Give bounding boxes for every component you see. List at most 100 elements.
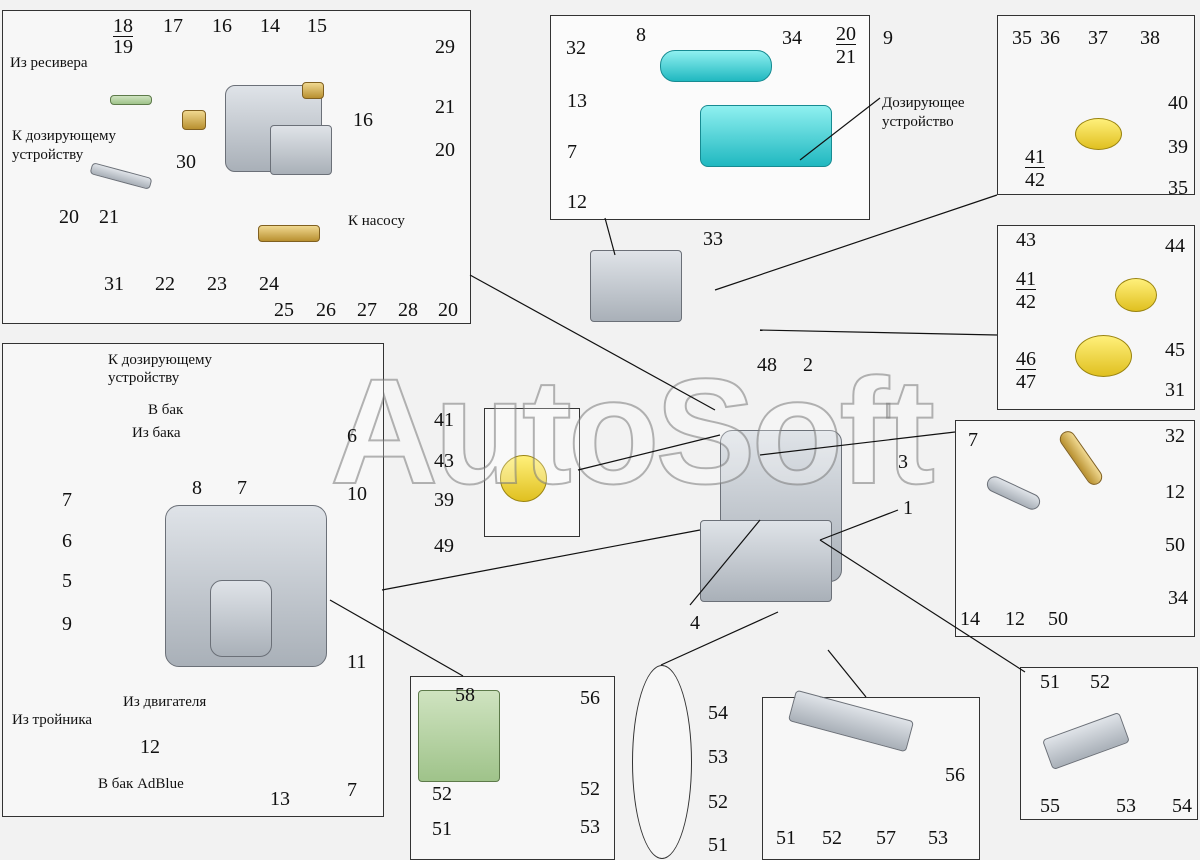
- part-number: 2: [803, 354, 813, 376]
- part-number: 48: [757, 354, 777, 376]
- part-number: 3: [898, 451, 908, 473]
- part-number: 41: [434, 409, 454, 431]
- clamp-mid-panel: [997, 225, 1195, 410]
- to-adblue-label: В бак AdBlue: [98, 776, 184, 792]
- clamp-41b: [1115, 278, 1157, 312]
- part-number: 21: [99, 206, 119, 228]
- part-number: 12: [567, 191, 587, 213]
- part-number: 15: [307, 15, 327, 37]
- part-number: 39: [434, 489, 454, 511]
- part-number: 45: [1165, 339, 1185, 361]
- part-number: 30: [176, 151, 196, 173]
- part-number: 17: [163, 15, 183, 37]
- part-number: 20: [438, 299, 458, 321]
- pipe-18: [110, 95, 152, 105]
- part-number: 26: [316, 299, 336, 321]
- from-tee-label: Из тройника: [12, 712, 93, 728]
- part-number: 29: [435, 36, 455, 58]
- part-number: 8: [192, 477, 202, 499]
- main-pump-assembly: [700, 520, 832, 602]
- part-number: 19: [113, 36, 133, 58]
- part-number: 14: [960, 608, 980, 630]
- bracket-58: [418, 690, 500, 782]
- part-number: 32: [566, 37, 586, 59]
- part-number: 47: [1016, 371, 1036, 393]
- doser-label: устройство: [882, 114, 954, 130]
- clamp-41: [1075, 118, 1122, 150]
- part-number: 37: [1088, 27, 1108, 49]
- part-number: 28: [398, 299, 418, 321]
- to-tank-label: В бак: [148, 402, 184, 418]
- part-number: 51: [1040, 671, 1060, 693]
- part-number: 27: [357, 299, 377, 321]
- part-number: 54: [1172, 795, 1192, 817]
- part-number: 32: [1165, 425, 1185, 447]
- part-number: 56: [580, 687, 600, 709]
- part-number: 36: [1040, 27, 1060, 49]
- part-number: 22: [155, 273, 175, 295]
- part-number: 18: [113, 15, 133, 37]
- part-number: 46: [1016, 348, 1036, 370]
- part-number: 12: [1165, 481, 1185, 503]
- valve-cylinder: [270, 125, 332, 175]
- part-number: 35: [1168, 177, 1188, 199]
- support-panel: [762, 697, 980, 860]
- from-receiver-label: Из ресивера: [10, 55, 88, 71]
- part-number: 53: [580, 816, 600, 838]
- part-number: 51: [708, 834, 728, 856]
- part-number: 52: [1090, 671, 1110, 693]
- clamp-top-panel: [997, 15, 1195, 195]
- part-number: 38: [1140, 27, 1160, 49]
- part-number: 41: [1016, 268, 1036, 290]
- part-number: 56: [945, 764, 965, 786]
- part-number: 44: [1165, 235, 1185, 257]
- part-number: 31: [104, 273, 124, 295]
- part-number: 20: [59, 206, 79, 228]
- fitting-29: [302, 82, 324, 99]
- small-clamp: [500, 455, 547, 502]
- part-number: 16: [212, 15, 232, 37]
- part-number: 57: [876, 827, 896, 849]
- part-number: 54: [708, 702, 728, 724]
- part-number: 50: [1048, 608, 1068, 630]
- part-number: 6: [62, 530, 72, 552]
- part-number: 23: [207, 273, 227, 295]
- doser-unit: [700, 105, 832, 167]
- part-number: 43: [434, 450, 454, 472]
- part-number: 10: [347, 483, 367, 505]
- to-pump-label: К насосу: [348, 213, 405, 229]
- part-number: 49: [434, 535, 454, 557]
- part-number: 21: [435, 96, 455, 118]
- part-number: 12: [1005, 608, 1025, 630]
- to-doser-label: устройству: [12, 147, 84, 163]
- part-number: 8: [636, 24, 646, 46]
- part-number: 50: [1165, 534, 1185, 556]
- part-number: 42: [1025, 169, 1045, 191]
- part-number: 20: [836, 23, 856, 45]
- part-number: 24: [259, 273, 279, 295]
- part-number: 52: [822, 827, 842, 849]
- part-number: 11: [347, 651, 367, 673]
- part-number: 12: [140, 736, 160, 758]
- part-number: 51: [432, 818, 452, 840]
- to-doser-label: К дозирующему: [108, 352, 213, 368]
- part-number: 7: [567, 141, 577, 163]
- part-number: 25: [274, 299, 294, 321]
- part-number: 52: [432, 783, 452, 805]
- part-number: 16: [353, 109, 373, 131]
- part-number: 53: [708, 746, 728, 768]
- fitting-17: [182, 110, 206, 130]
- to-doser-label: К дозирующему: [12, 128, 117, 144]
- part-number: 7: [62, 489, 72, 511]
- part-number: 7: [968, 429, 978, 451]
- bolt-ellipse: [632, 665, 692, 859]
- part-number: 53: [1116, 795, 1136, 817]
- part-number: 4: [690, 612, 700, 634]
- part-number: 31: [1165, 379, 1185, 401]
- part-number: 5: [62, 570, 72, 592]
- part-number: 41: [1025, 146, 1045, 168]
- part-number: 21: [836, 46, 856, 68]
- clamp-46: [1075, 335, 1132, 377]
- part-number: 20: [435, 139, 455, 161]
- part-number: 40: [1168, 92, 1188, 114]
